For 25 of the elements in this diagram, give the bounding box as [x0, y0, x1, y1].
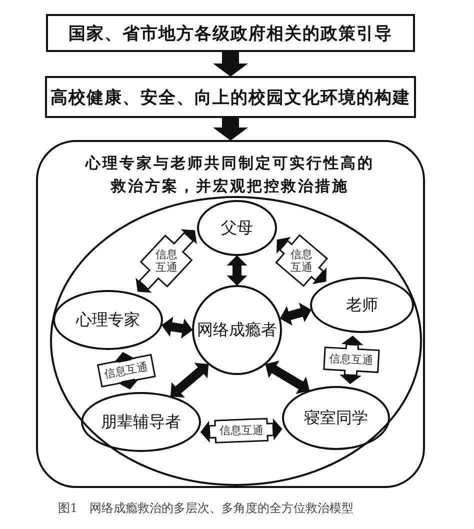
- ellipse-node: 心理专家: [53, 290, 163, 350]
- edge-label: 信息互通: [290, 248, 314, 274]
- figure-caption: 图1 网络成瘾救治的多层次、多角度的全方位救治模型: [58, 500, 354, 517]
- process-box: 高校健康、安全、向上的校园文化环境的构建: [45, 76, 416, 118]
- ellipse-node: 老师: [310, 277, 414, 333]
- hollow-double-arrow: [136, 229, 197, 293]
- hollow-double-arrow: [96, 352, 156, 390]
- block-arrow: [170, 362, 209, 398]
- hollow-double-arrow: [275, 234, 328, 287]
- block-arrow: [213, 52, 248, 77]
- hollow-double-arrow: [200, 418, 282, 444]
- block-arrow: [226, 255, 248, 286]
- hollow-double-arrow: [323, 336, 380, 384]
- process-box: 国家、省市地方各级政府相关的政策引导: [46, 14, 415, 52]
- ellipse-node: 父母: [197, 200, 277, 256]
- block-arrow: [162, 316, 193, 339]
- edge-label: 信息互通: [154, 248, 178, 274]
- heading-text: 心理专家与老师共同制定可实行性高的救治方案，并宏观把控救治措施: [84, 153, 376, 197]
- ellipse-node: 朋辈辅导者: [81, 392, 201, 452]
- ellipse-node: 寝室同学: [282, 386, 390, 450]
- ellipse-node: 网络成瘾者: [192, 285, 282, 375]
- block-arrow: [280, 302, 312, 326]
- block-arrow: [213, 118, 248, 141]
- edge-label: 信息互通: [217, 424, 266, 438]
- block-arrow: [265, 360, 310, 394]
